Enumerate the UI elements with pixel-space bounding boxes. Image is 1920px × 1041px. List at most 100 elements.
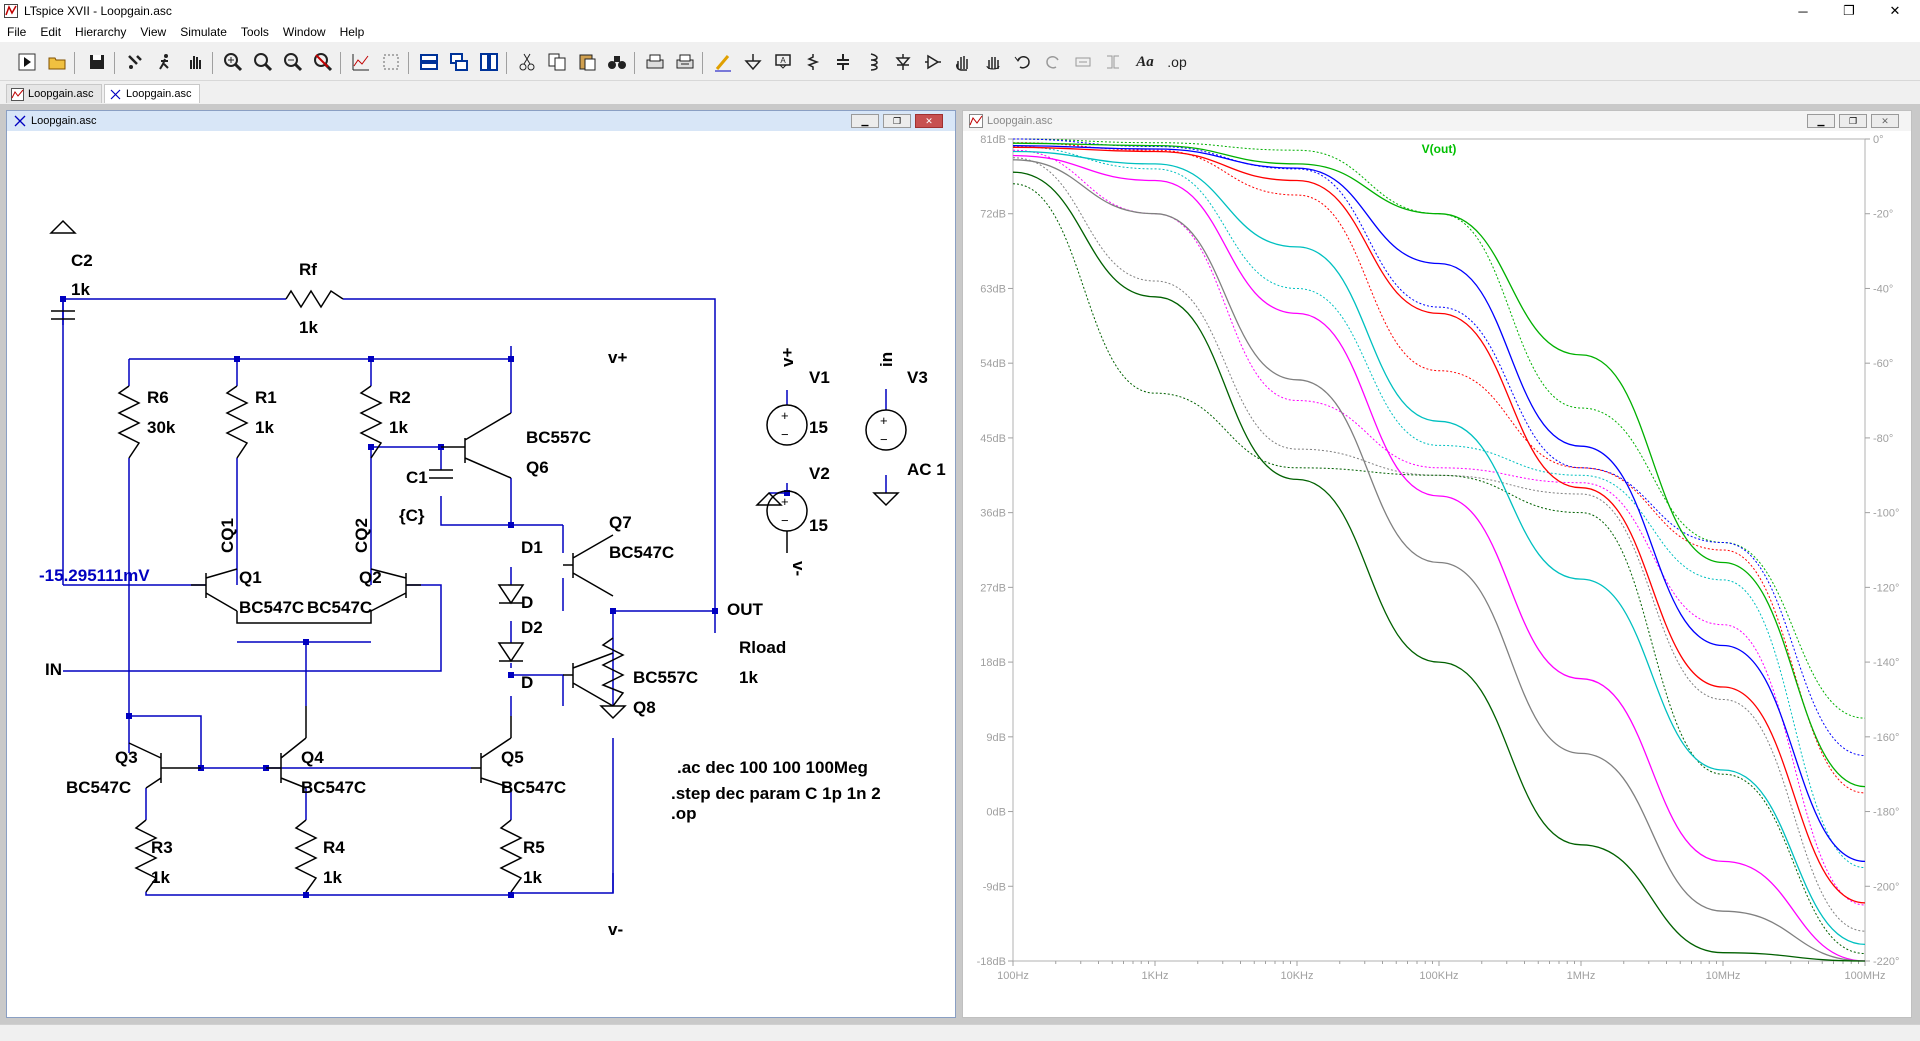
schematic-minimize-button[interactable]: ▁	[851, 114, 879, 128]
op-voltage-label: -15.295111mV	[39, 566, 150, 585]
copy-icon[interactable]	[546, 51, 568, 73]
x-tick-label: 100Hz	[997, 970, 1029, 982]
tab-label: Loopgain.asc	[28, 88, 94, 100]
print-icon[interactable]	[644, 51, 666, 73]
transistor-q2	[370, 568, 421, 612]
cut-icon[interactable]	[516, 51, 538, 73]
find-icon[interactable]	[606, 51, 628, 73]
capacitor-icon[interactable]	[832, 51, 854, 73]
status-bar	[0, 1024, 1920, 1041]
run-icon[interactable]	[16, 51, 38, 73]
redo-icon[interactable]	[1042, 51, 1064, 73]
ltspice-app-icon	[4, 4, 18, 18]
wires	[62, 298, 887, 896]
schematic-close-button[interactable]: ✕	[915, 114, 943, 128]
port-symbol	[49, 219, 77, 234]
q8-name: Q8	[633, 698, 656, 717]
waveform-minimize-button[interactable]: ▁	[1807, 114, 1835, 128]
move-icon[interactable]	[952, 51, 974, 73]
schematic-window[interactable]: Loopgain.asc ▁ ❐ ✕	[6, 110, 956, 1018]
y-right-tick-label: -180°	[1873, 807, 1899, 819]
resistor-icon[interactable]	[802, 51, 824, 73]
component-icon[interactable]	[922, 51, 944, 73]
menu-file[interactable]: File	[7, 25, 27, 39]
menu-hierarchy[interactable]: Hierarchy	[75, 25, 127, 39]
spice-directive-icon[interactable]: .op	[1167, 54, 1187, 70]
tab-waveform[interactable]: Loopgain.asc	[6, 84, 102, 103]
waveform-restore-button[interactable]: ❐	[1839, 114, 1867, 128]
magnitude-trace-6	[1012, 171, 1866, 962]
schematic-restore-button[interactable]: ❐	[883, 114, 911, 128]
y-left-tick-label: -9dB	[983, 881, 1006, 893]
paste-icon[interactable]	[576, 51, 598, 73]
undo-icon[interactable]	[1012, 51, 1034, 73]
zoom-in-icon[interactable]	[222, 51, 244, 73]
menu-simulate[interactable]: Simulate	[180, 25, 227, 39]
print-preview-icon[interactable]	[674, 51, 696, 73]
label-net-icon[interactable]: A	[772, 51, 794, 73]
r6-value: 30k	[147, 418, 176, 437]
window-title: LTspice XVII - Loopgain.asc	[24, 4, 172, 18]
waveform-plot[interactable]: V(out) 81dB72dB63dB54dB45dB36dB27dB18dB9…	[963, 133, 1911, 1013]
drag-icon[interactable]	[982, 51, 1004, 73]
q4-name: Q4	[301, 748, 324, 767]
halt-icon[interactable]	[154, 51, 176, 73]
source-v1	[766, 404, 808, 446]
transistor-q7	[563, 534, 614, 597]
y-left-tick-label: 27dB	[980, 582, 1006, 594]
ground-icon[interactable]	[742, 51, 764, 73]
ground-symbol	[872, 492, 900, 507]
q7-model: BC547C	[609, 543, 674, 562]
maximize-button[interactable]: ❐	[1843, 3, 1855, 18]
menu-window[interactable]: Window	[282, 25, 326, 39]
zoom-out-icon[interactable]	[282, 51, 304, 73]
menu-tools[interactable]: Tools	[240, 25, 269, 39]
directive-ac: .ac dec 100 100 100Meg	[677, 758, 868, 777]
inductor-icon[interactable]	[862, 51, 884, 73]
control-panel-icon[interactable]	[124, 51, 146, 73]
trace-label[interactable]: V(out)	[1422, 142, 1457, 156]
r1-value: 1k	[255, 418, 274, 437]
phase-trace-4	[1012, 149, 1866, 906]
q5-model: BC547C	[501, 778, 566, 797]
x-tick-label: 10MHz	[1706, 970, 1741, 982]
tile-horizontal-icon[interactable]	[418, 51, 440, 73]
svg-text:+: +	[781, 494, 789, 509]
waveform-close-button[interactable]: ✕	[1871, 114, 1899, 128]
mirror-icon[interactable]	[1102, 51, 1124, 73]
diode-icon[interactable]	[892, 51, 914, 73]
zoom-cancel-icon[interactable]	[312, 51, 334, 73]
capacitor-c2	[51, 310, 75, 320]
net-v1-vplus: v+	[778, 348, 797, 367]
save-icon[interactable]	[86, 51, 108, 73]
r3-name: R3	[151, 838, 173, 857]
menu-view[interactable]: View	[140, 25, 167, 39]
close-button[interactable]: ✕	[1889, 3, 1901, 18]
diode-d2	[497, 642, 525, 663]
svg-text:+: +	[781, 408, 789, 423]
open-icon[interactable]	[46, 51, 68, 73]
pan-icon[interactable]	[184, 51, 206, 73]
r5-value: 1k	[523, 868, 542, 887]
rload-value: 1k	[739, 668, 758, 687]
zoom-full-icon[interactable]	[252, 51, 274, 73]
svg-text:+: +	[880, 413, 888, 428]
x-tick-label: 100KHz	[1419, 970, 1458, 982]
tab-schematic[interactable]: Loopgain.asc	[104, 84, 200, 103]
text-icon[interactable]: Aa	[1136, 53, 1154, 70]
mark-unused-icon[interactable]	[380, 51, 402, 73]
tile-vertical-icon[interactable]	[478, 51, 500, 73]
cascade-icon[interactable]	[448, 51, 470, 73]
q5-name: Q5	[501, 748, 524, 767]
menu-edit[interactable]: Edit	[40, 25, 62, 39]
autorange-icon[interactable]	[350, 51, 372, 73]
draw-wire-icon[interactable]	[712, 51, 734, 73]
phase-trace-6	[1012, 183, 1866, 954]
y-right-tick-label: -220°	[1873, 956, 1899, 968]
rotate-icon[interactable]	[1072, 51, 1094, 73]
resistor-r5	[499, 819, 523, 893]
minimize-button[interactable]: ─	[1798, 3, 1808, 19]
menu-help[interactable]: Help	[339, 25, 365, 39]
schematic-canvas[interactable]: +− +− +− C2 1k Rf 1k R6 30k R1 1k R2 1k …	[11, 133, 951, 1013]
